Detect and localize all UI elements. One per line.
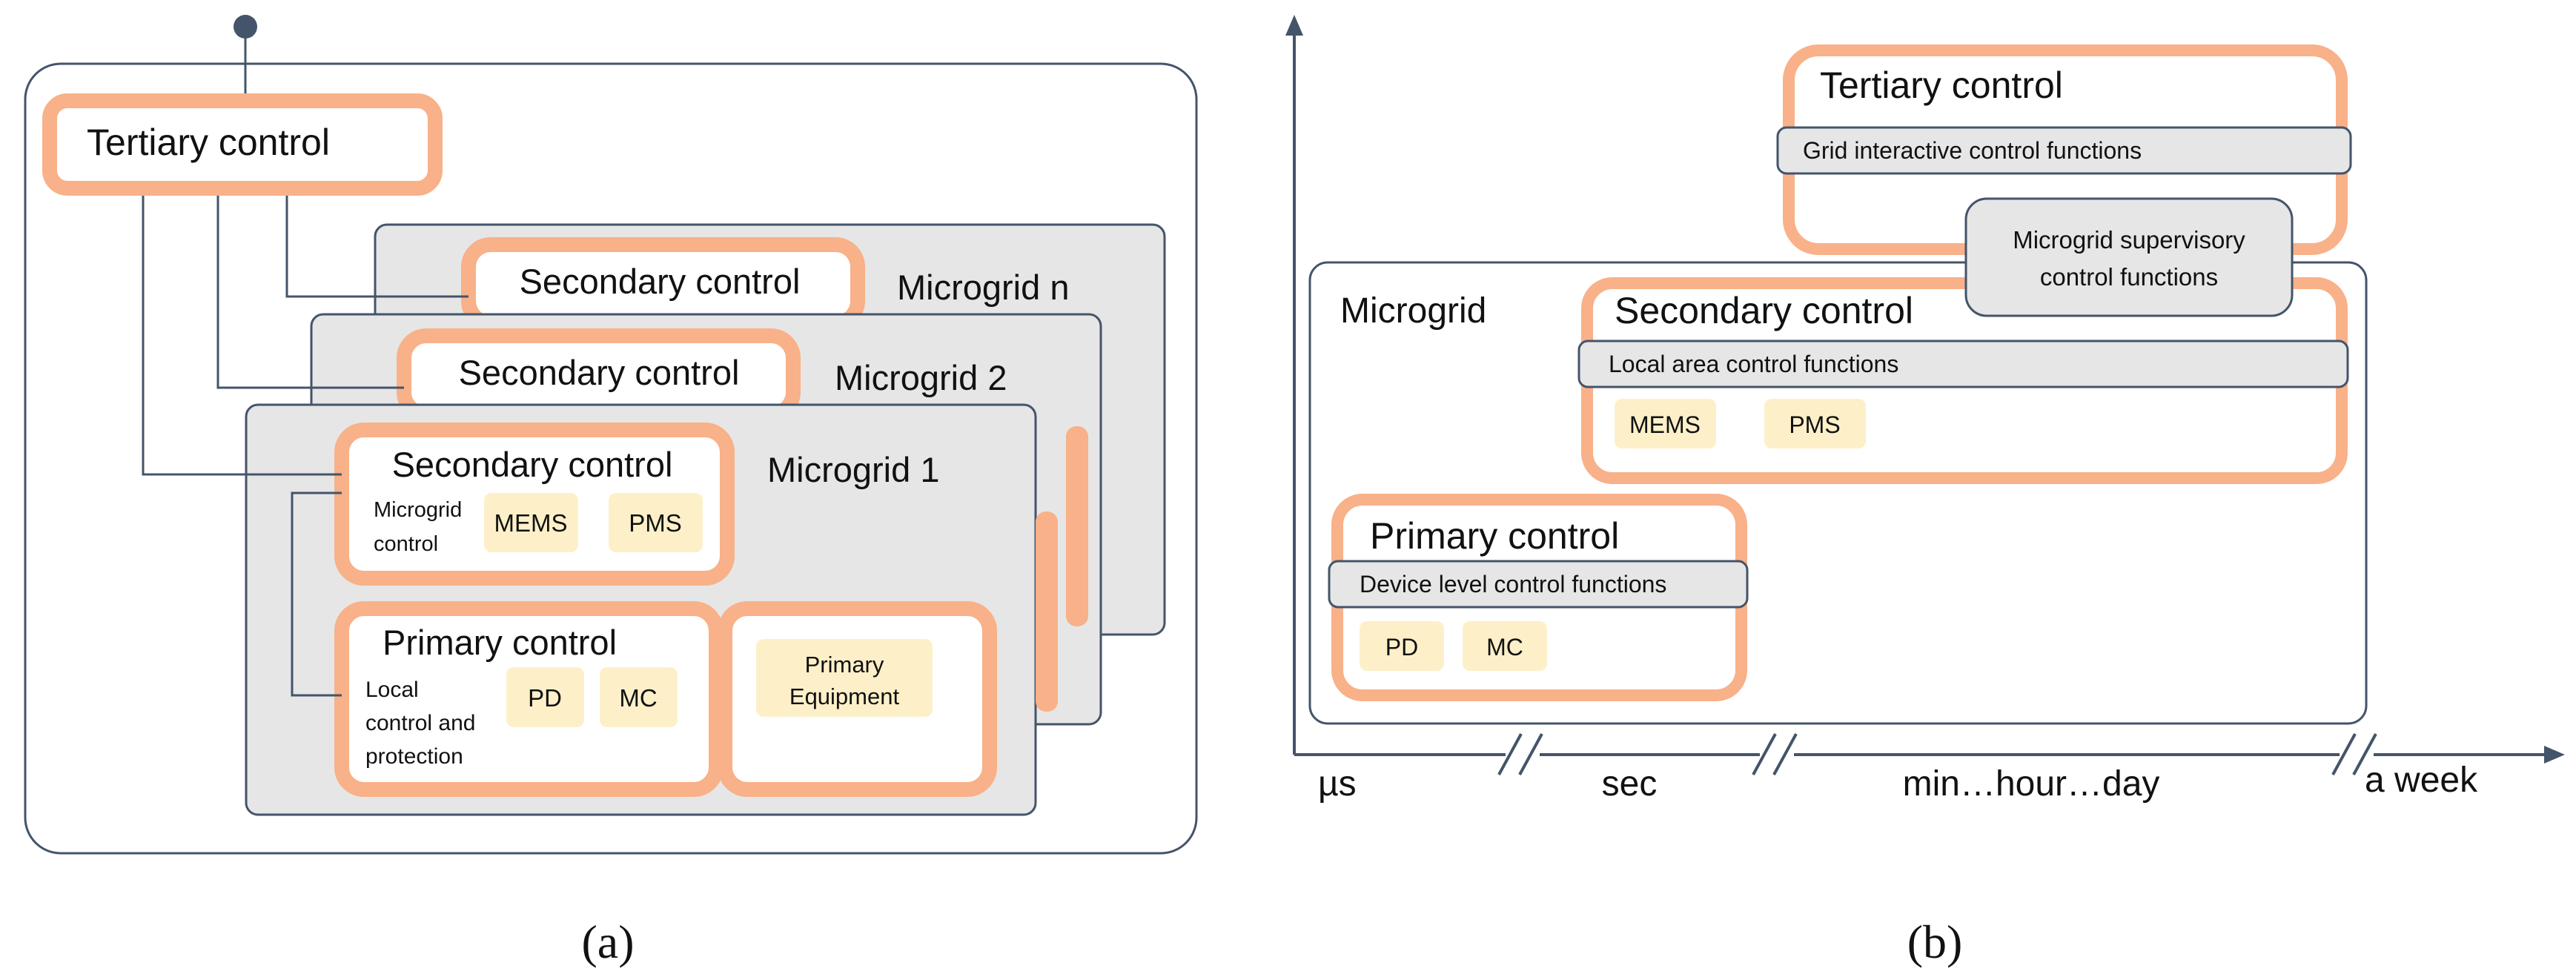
grid-interactive-label: Grid interactive control functions	[1803, 137, 2142, 164]
mc-label: MC	[1486, 634, 1523, 660]
y-axis-arrow	[1285, 15, 1303, 36]
primary-control-label: Primary control	[1370, 515, 1619, 557]
pms-chip	[1764, 399, 1866, 448]
tertiary-control-label: Tertiary control	[87, 122, 330, 163]
panel-a: Secondary control Microgrid n Secondary …	[24, 15, 1198, 968]
local-control-label-line3: protection	[365, 744, 463, 769]
caption-b: (b)	[1907, 916, 1963, 968]
microgrid-1-label: Microgrid 1	[767, 450, 939, 489]
local-area-label: Local area control functions	[1609, 351, 1898, 377]
pms-chip	[609, 493, 703, 552]
microgrid-label: Microgrid	[1340, 291, 1486, 331]
primary-control-label: Primary control	[383, 623, 617, 662]
pd-label: PD	[528, 684, 562, 712]
device-level-functions	[1328, 560, 1749, 609]
axis-break	[1752, 733, 1798, 775]
link-secondary-primary	[291, 491, 342, 697]
pd-chip	[506, 667, 584, 727]
supervisory-label-line1: Microgrid supervisory	[2013, 226, 2245, 254]
device-level-label: Device level control functions	[1360, 571, 1666, 597]
pms-label: PMS	[629, 509, 682, 537]
panel-b: µs sec min…hour…day a week Tertiary cont…	[1285, 15, 2565, 968]
microgrid-control-label-line2: control	[374, 532, 438, 556]
secondary-control-label: Secondary control	[1615, 290, 1913, 331]
link-tertiary-mg-1	[142, 193, 342, 476]
caption-a: (a)	[581, 916, 634, 968]
axis-break	[1497, 733, 1543, 775]
tertiary-control-label: Tertiary control	[1820, 64, 2063, 106]
axis-break	[2331, 733, 2377, 775]
pms-label: PMS	[1789, 411, 1840, 438]
axis-label-sec: sec	[1602, 764, 1658, 804]
local-control-label-line2: control and	[365, 711, 475, 735]
mems-chip	[1615, 399, 1716, 448]
mems-chip	[484, 493, 578, 552]
mc-label: MC	[619, 684, 657, 712]
primary-equipment-label-line2: Equipment	[789, 683, 900, 709]
hidden-box-edge	[1036, 511, 1058, 712]
local-control-label-line1: Local	[365, 678, 419, 702]
local-area-functions	[1577, 340, 2349, 388]
mc-chip	[1463, 621, 1547, 671]
supervisory-functions	[1964, 197, 2294, 317]
hidden-box-edge	[1066, 426, 1088, 626]
secondary-control-n-label: Secondary control	[520, 262, 801, 301]
pd-chip	[1360, 621, 1444, 671]
link-tertiary-mg-2	[216, 193, 404, 389]
microgrid-control-label-line1: Microgrid	[374, 498, 462, 522]
supervisory-label-line2: control functions	[2040, 263, 2218, 291]
secondary-control-1-label: Secondary control	[392, 445, 673, 484]
grid-interactive-functions	[1776, 126, 2352, 175]
microgrid-n-label: Microgrid n	[897, 268, 1069, 307]
link-tertiary-mg-n	[285, 193, 468, 298]
x-axis-arrow	[2544, 746, 2565, 764]
primary-equipment-label-line1: Primary	[805, 652, 884, 678]
grid-connection-dot	[234, 15, 257, 39]
mems-label: MEMS	[494, 509, 568, 537]
tertiary-control-box	[42, 93, 443, 196]
mc-chip	[600, 667, 678, 727]
axis-label-us: µs	[1318, 764, 1357, 804]
primary-equipment-chip	[756, 639, 933, 717]
axis-label-week: a week	[2365, 761, 2478, 800]
mems-label: MEMS	[1629, 411, 1701, 438]
microgrid-2-label: Microgrid 2	[835, 358, 1007, 397]
secondary-control-2-label: Secondary control	[459, 353, 740, 392]
pd-label: PD	[1385, 634, 1418, 660]
axis-label-min-hour-day: min…hour…day	[1903, 764, 2160, 804]
